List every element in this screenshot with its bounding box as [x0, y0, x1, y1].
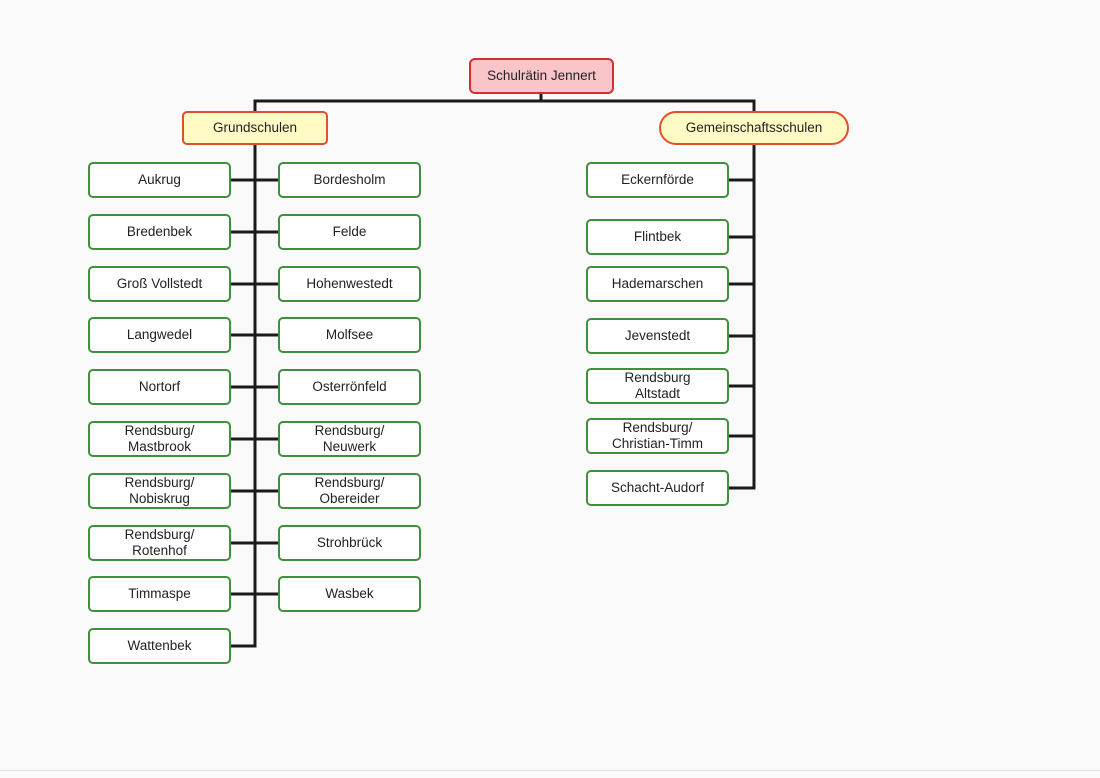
school-node: Rendsburg/ Christian-Timm [586, 418, 729, 454]
school-node: Timmaspe [88, 576, 231, 612]
school-node: Felde [278, 214, 421, 250]
school-node: Molfsee [278, 317, 421, 353]
school-node: Rendsburg/ Nobiskrug [88, 473, 231, 509]
school-node: Rendsburg/ Neuwerk [278, 421, 421, 457]
school-node: Strohbrück [278, 525, 421, 561]
category-gemeinschaftsschulen: Gemeinschaftsschulen [659, 111, 849, 145]
school-node: Osterrönfeld [278, 369, 421, 405]
school-node: Schacht-Audorf [586, 470, 729, 506]
category-grundschulen: Grundschulen [182, 111, 328, 145]
school-node: Eckernförde [586, 162, 729, 198]
school-node: Hohenwestedt [278, 266, 421, 302]
school-node: Wasbek [278, 576, 421, 612]
school-node: Wattenbek [88, 628, 231, 664]
school-node: Bredenbek [88, 214, 231, 250]
page-bottom-divider [0, 770, 1100, 771]
school-node: Flintbek [586, 219, 729, 255]
school-node: Rendsburg/ Obereider [278, 473, 421, 509]
school-node: Jevenstedt [586, 318, 729, 354]
school-node: Langwedel [88, 317, 231, 353]
root-node-schulraetin: Schulrätin Jennert [469, 58, 614, 94]
school-node: Nortorf [88, 369, 231, 405]
school-node: Aukrug [88, 162, 231, 198]
school-node: Rendsburg Altstadt [586, 368, 729, 404]
school-node: Bordesholm [278, 162, 421, 198]
school-node: Rendsburg/ Mastbrook [88, 421, 231, 457]
school-node: Groß Vollstedt [88, 266, 231, 302]
school-node: Rendsburg/ Rotenhof [88, 525, 231, 561]
school-node: Hademarschen [586, 266, 729, 302]
